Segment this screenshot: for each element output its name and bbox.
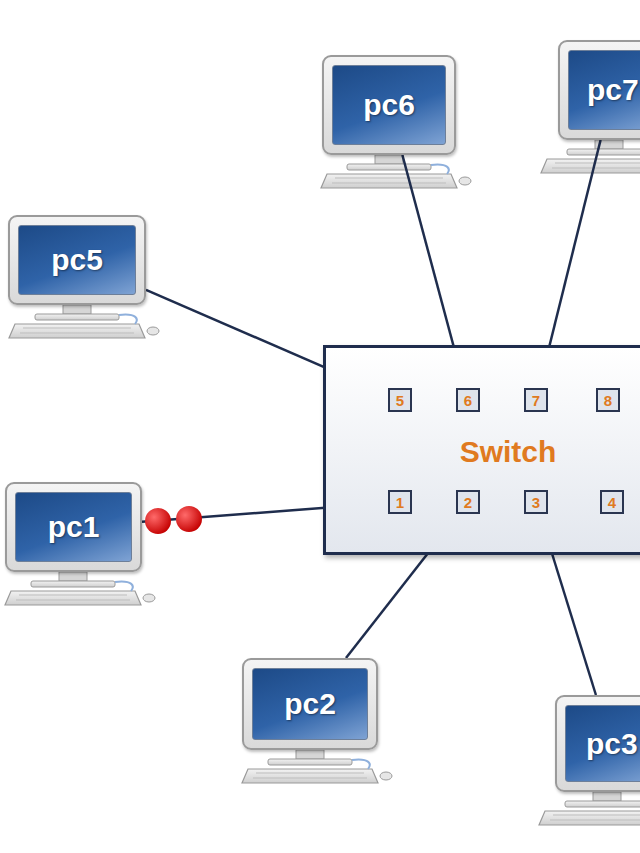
computer-monitor: pc1 bbox=[5, 482, 142, 572]
port-number: 1 bbox=[396, 494, 404, 511]
computer-label: pc1 bbox=[48, 510, 100, 544]
switch-port: 6 bbox=[456, 388, 480, 412]
computer-monitor: pc3 bbox=[555, 695, 640, 792]
monitor-screen: pc2 bbox=[252, 668, 368, 740]
port-number: 5 bbox=[396, 392, 404, 409]
monitor-screen: pc7 bbox=[568, 50, 640, 130]
port-number: 3 bbox=[532, 494, 540, 511]
computer-label: pc5 bbox=[51, 243, 103, 277]
packet-dot bbox=[176, 506, 202, 532]
port-number: 7 bbox=[532, 392, 540, 409]
port-number: 6 bbox=[464, 392, 472, 409]
computer-label: pc2 bbox=[284, 687, 336, 721]
computer-monitor: pc2 bbox=[242, 658, 378, 750]
computer-monitor: pc7 bbox=[558, 40, 640, 140]
computer-label: pc3 bbox=[586, 727, 638, 761]
monitor-screen: pc6 bbox=[332, 65, 446, 145]
switch-port: 3 bbox=[524, 490, 548, 514]
monitor-screen: pc1 bbox=[15, 492, 132, 562]
network-switch: Switch 5 6 7 8 1 2 3 4 bbox=[323, 345, 640, 555]
switch-port: 2 bbox=[456, 490, 480, 514]
switch-port: 4 bbox=[600, 490, 624, 514]
port-number: 2 bbox=[464, 494, 472, 511]
monitor-screen: pc5 bbox=[18, 225, 136, 295]
port-number: 4 bbox=[608, 494, 616, 511]
packet-dot bbox=[145, 508, 171, 534]
computer-label: pc6 bbox=[363, 88, 415, 122]
computer-label: pc7 bbox=[587, 73, 639, 107]
computer-monitor: pc6 bbox=[322, 55, 456, 155]
switch-port: 7 bbox=[524, 388, 548, 412]
monitor-screen: pc3 bbox=[565, 705, 640, 782]
port-number: 8 bbox=[604, 392, 612, 409]
switch-port: 1 bbox=[388, 490, 412, 514]
switch-port: 5 bbox=[388, 388, 412, 412]
computer-monitor: pc5 bbox=[8, 215, 146, 305]
switch-port: 8 bbox=[596, 388, 620, 412]
switch-label: Switch bbox=[460, 435, 557, 469]
